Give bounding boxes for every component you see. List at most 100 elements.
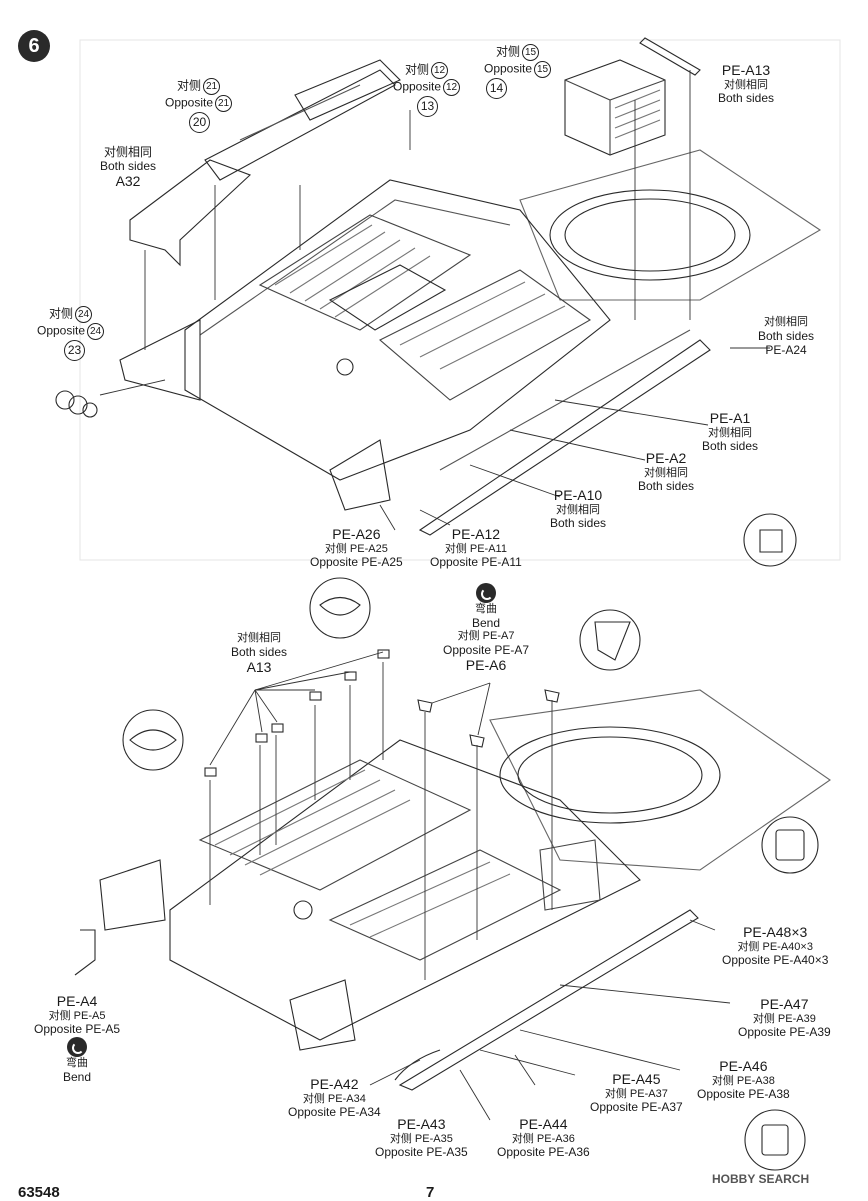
pe-a46-opp-en: Opposite PE-A38 (697, 1087, 790, 1102)
p20-opp-num-2: 21 (215, 95, 233, 112)
pe-a48-opp-cn: 对侧 PE-A40×3 (737, 940, 813, 953)
label-pe-a4: PE-A4 对侧 PE-A5 Opposite PE-A5 弯曲 Bend (34, 993, 120, 1084)
label-pe-a45: PE-A45 对侧 PE-A37 Opposite PE-A37 (590, 1071, 683, 1115)
pe-a10-side-en: Both sides (550, 516, 607, 531)
pe-a2-side-cn: 对侧相同 (644, 466, 689, 479)
a13-bottom-side-cn: 对侧相同 (237, 632, 282, 644)
label-pe-a1: PE-A1 对侧相同 Both sides (702, 410, 758, 454)
pe-a42-opp-en: Opposite PE-A34 (288, 1105, 381, 1120)
step-number-badge: 6 (18, 30, 50, 62)
pe-a13-top-part: PE-A13 (721, 62, 771, 78)
bend-icon-2 (67, 1036, 88, 1057)
p13-opp-num: 12 (431, 62, 449, 79)
label-pe-a42: PE-A42 对侧 PE-A34 Opposite PE-A34 (288, 1076, 381, 1120)
pe-a4-opp-en: Opposite PE-A5 (34, 1022, 121, 1037)
pe-a46-part: PE-A46 (719, 1058, 768, 1074)
pe-a42-part: PE-A42 (310, 1076, 359, 1092)
pe-a44-opp-en: Opposite PE-A36 (497, 1145, 590, 1160)
p20-opp-num: 21 (203, 78, 221, 95)
pe-a1-side-en: Both sides (702, 439, 759, 454)
pe-a47-opp-en: Opposite PE-A39 (738, 1025, 831, 1040)
pe-a4-part: PE-A4 (56, 993, 98, 1009)
p23-opp-cn: 对侧 (49, 306, 74, 321)
bottom-hull-assembly (74, 577, 831, 1171)
p14-opp-num-2: 15 (534, 61, 552, 78)
a32-side-en: Both sides (100, 159, 157, 174)
label-pe-a12: PE-A12 对侧 PE-A11 Opposite PE-A11 (430, 526, 522, 570)
pe-a6-opp-en: Opposite PE-A7 (443, 643, 530, 658)
pe-a46-opp-cn: 对侧 PE-A38 (711, 1074, 775, 1087)
p13-opp-en: Opposite (393, 79, 442, 94)
p13-opp-cn: 对侧 (405, 62, 430, 77)
p23-part: 23 (64, 340, 85, 361)
pe-a48-opp-en: Opposite PE-A40×3 (722, 953, 829, 968)
p14-part: 14 (486, 78, 507, 99)
p20-part: 20 (189, 112, 211, 133)
label-pe-a24: 对侧相同 Both sides PE-A24 (758, 316, 814, 357)
pe-a6-bend-cn: 弯曲 (475, 603, 498, 615)
p14-opp-en: Opposite (484, 61, 533, 76)
pe-a43-opp-en: Opposite PE-A35 (375, 1145, 468, 1160)
pe-a12-opp-en: Opposite PE-A11 (430, 555, 522, 570)
a13-bottom-side-en: Both sides (231, 644, 288, 659)
label-pe-a46: PE-A46 对侧 PE-A38 Opposite PE-A38 (697, 1058, 790, 1102)
p20-opp-cn: 对侧 (177, 78, 202, 93)
pe-a4-bend-en: Bend (63, 1069, 92, 1084)
pe-a10-part: PE-A10 (553, 487, 603, 503)
kit-code: 63548 (18, 1184, 60, 1201)
label-pe-a13-top: PE-A13 对侧相同 Both sides (718, 62, 774, 106)
pe-a26-opp-cn: 对侧 PE-A25 (324, 542, 388, 555)
label-pe-a43: PE-A43 对侧 PE-A35 Opposite PE-A35 (375, 1116, 468, 1160)
pe-a45-opp-en: Opposite PE-A37 (590, 1100, 683, 1115)
p23-opp-num-2: 24 (87, 323, 105, 340)
page-number: 7 (426, 1184, 435, 1201)
pe-a24-part: PE-A24 (765, 343, 807, 358)
pe-a43-opp-cn: 对侧 PE-A35 (389, 1132, 453, 1145)
pe-a12-opp-cn: 对侧 PE-A11 (444, 542, 507, 555)
pe-a44-part: PE-A44 (519, 1116, 568, 1132)
pe-a4-bend-cn: 弯曲 (66, 1056, 89, 1069)
pe-a13-top-side-en: Both sides (718, 91, 775, 106)
pe-a13-top-side-cn: 对侧相同 (724, 78, 769, 91)
pe-a2-part: PE-A2 (645, 450, 687, 466)
p13-opp-num-2: 12 (443, 79, 461, 96)
bend-icon (476, 583, 497, 603)
p20-opp-en: Opposite (165, 95, 214, 110)
pe-a1-side-cn: 对侧相同 (708, 426, 753, 439)
pe-a45-part: PE-A45 (612, 1071, 661, 1087)
watermark-text: HOBBY SEARCH (712, 1172, 810, 1186)
pe-a6-part: PE-A6 (465, 657, 507, 674)
pe-a45-opp-cn: 对侧 PE-A37 (604, 1087, 668, 1100)
label-pe-a2: PE-A2 对侧相同 Both sides (638, 450, 694, 494)
a13-bottom-part: A13 (246, 659, 272, 676)
label-pe-a26: PE-A26 对侧 PE-A25 Opposite PE-A25 (310, 526, 403, 570)
label-pe-a47: PE-A47 对侧 PE-A39 Opposite PE-A39 (738, 996, 831, 1040)
pe-a26-opp-en: Opposite PE-A25 (310, 555, 403, 570)
pe-a12-part: PE-A12 (451, 526, 501, 542)
pe-a48-part: PE-A48×3 (743, 924, 808, 940)
label-a32: 对侧相同 Both sides A32 (100, 145, 156, 190)
label-pe-a48: PE-A48×3 对侧 PE-A40×3 Opposite PE-A40×3 (722, 924, 828, 968)
p23-opp-en: Opposite (37, 323, 86, 338)
pe-a24-side-cn: 对侧相同 (764, 316, 809, 328)
label-pe-a10: PE-A10 对侧相同 Both sides (550, 487, 606, 531)
pe-a4-opp-cn: 对侧 PE-A5 (48, 1009, 106, 1022)
a32-side-cn: 对侧相同 (104, 145, 153, 159)
pe-a26-part: PE-A26 (332, 526, 381, 542)
top-hull-assembly (55, 37, 841, 567)
pe-a24-side-en: Both sides (758, 328, 815, 343)
p23-opp-num: 24 (75, 306, 93, 323)
pe-a47-part: PE-A47 (760, 996, 809, 1012)
a32-part: A32 (115, 173, 141, 190)
p14-opp-num: 15 (522, 44, 540, 61)
pe-a47-opp-cn: 对侧 PE-A39 (752, 1012, 816, 1025)
pe-a10-side-cn: 对侧相同 (556, 503, 601, 516)
pe-a44-opp-cn: 对侧 PE-A36 (511, 1132, 575, 1145)
pe-a42-opp-cn: 对侧 PE-A34 (302, 1092, 366, 1105)
label-pe-a6: 弯曲 Bend 对侧 PE-A7 Opposite PE-A7 PE-A6 (443, 583, 529, 674)
